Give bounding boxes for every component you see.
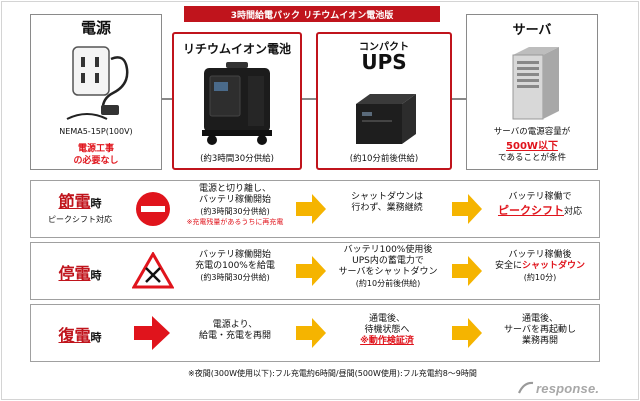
server-note-line3: であることが条件 [498,153,566,163]
server-tower-icon [512,47,559,120]
ups-unit-icon [356,94,416,144]
row2-step3-line1: バッテリ稼働後 [508,250,572,260]
row3-step3-line3: 業務再開 [521,336,558,346]
row2-step3-pre: 安全に [494,261,522,271]
row1-label-big1: 節 [58,192,75,211]
battery-title: リチウムイオン電池 [182,42,291,56]
row3-label: 復電時 [34,308,126,358]
row1-step3: バッテリ稼働で ピークシフト対応 [482,192,598,218]
row2-label: 停電時 [34,246,126,296]
row2-step2-line2: UPS内の蓄電力で [352,256,424,266]
row2-step2-line4: (約10分前後供給) [355,279,421,288]
server-note-line2: 500W以下 [506,141,558,152]
row3-step1: 電源より、 給電・充電を再開 [176,320,294,342]
battery-box: リチウムイオン電池 (約3時間30分供給) [172,32,302,170]
footnote: ※夜間(300W使用以下):フル充電約6時間/昼間(500W使用):フル充電約8… [188,369,477,378]
row1-step1: 電源と切り離し、 バッテリ稼働開始 (約3時間30分供給) ※充電残量があるうち… [176,184,294,228]
row1-step2: シャットダウンは 行わず、業務継続 [328,192,446,214]
ups-box: コンパクト UPS (約10分前後供給) [316,32,452,170]
row3-step2-note: ※動作検証済 [360,336,414,346]
no-entry-icon [136,192,170,226]
row3-step2-line2: 待機状態へ [364,325,410,335]
row1-step1-line3: (約3時間30分供給) [200,207,270,216]
power-note-line1: 電源工事 [77,144,114,154]
row2-step1-line3: (約3時間30分供給) [200,273,270,282]
connector-line-right [452,98,466,100]
row2-arrow1 [296,256,326,286]
row1-step2-line2: 行わず、業務継続 [351,203,423,213]
row1-label: 節電時 ピークシフト対応 [34,184,126,234]
row3-arrow1 [296,318,326,348]
ups-title-big: UPS [361,50,407,74]
row2-step1-line2: 充電の100%を給電 [195,261,275,271]
row1-step1-note: ※充電残量があるうちに再充電 [186,218,284,226]
row1-step3-em: ピークシフト [497,204,564,217]
ups-caption: (約10分前後供給) [349,154,419,164]
row3-arrow2 [452,318,482,348]
row2-label-big2: 電 [74,264,91,283]
row1-label-sub: ピークシフト対応 [48,215,112,224]
row2-step2-line1: バッテリ100%使用後 [343,245,433,255]
row1-step3-tail: 対応 [563,207,582,217]
warning-sign-icon [132,252,174,289]
row2-step1: バッテリ稼働開始 充電の100%を給電 (約3時間30分供給) [176,250,294,283]
watermark-logo: response. [518,380,628,396]
row1-step1-line1: 電源と切り離し、 [198,184,271,194]
row1-arrow2 [452,194,482,224]
server-note-line1: サーバの電源容量が [493,127,571,137]
pack-banner: 3時間給電パック リチウムイオン電池版 [184,6,440,22]
row1-arrow1 [296,194,326,224]
plug-label: NEMA5-15P(100V) [59,127,133,136]
connector-line-mid [302,98,316,100]
row1-step2-line1: シャットダウンは [350,192,423,202]
row2-step3: バッテリ稼働後 安全にシャットダウン (約10分) [482,250,598,283]
row2-step2: バッテリ100%使用後 UPS内の蓄電力で サーバをシャットダウン (約10分前… [326,245,450,289]
power-outlet-icon [66,46,129,120]
watermark-text: response. [536,380,600,396]
pack-banner-text: 3時間給電パック リチウムイオン電池版 [230,10,394,21]
power-source-box: 電源 NEMA5-15P(100V) 電源工事 の必要なし [30,14,162,170]
row3-step1-line2: 給電・充電を再開 [198,331,271,341]
watermark-swoosh-icon [518,381,534,394]
power-source-title: 電源 [80,19,111,37]
row2-step3-line3: (約10分) [523,273,557,282]
row3-step3: 通電後、 サーバを再起動し 業務再開 [482,314,598,347]
row2-step1-line1: バッテリ稼働開始 [198,250,271,260]
row1-step3-line1: バッテリ稼働で [508,192,572,202]
battery-caption: (約3時間30分供給) [200,154,274,164]
row1-label-suffix: 時 [90,197,102,210]
row3-step3-line2: サーバを再起動し [504,325,576,335]
recovery-arrow-icon [134,316,170,350]
server-title: サーバ [512,23,552,38]
row2-step3-em: シャットダウン [522,261,586,271]
battery-cart-icon [202,62,272,145]
power-note-line2: の必要なし [73,156,119,166]
row3-step3-line1: 通電後、 [521,314,558,324]
row2-label-suffix: 時 [90,269,102,282]
row2-arrow2 [452,256,482,286]
row3-label-big1: 復 [58,326,75,345]
row3-label-suffix: 時 [90,331,102,344]
server-box: サーバ サーバの電源容量が 500W以下 であることが条件 [466,14,598,170]
row1-step1-line2: バッテリ稼働開始 [198,195,271,205]
connector-line-left [162,98,172,100]
row2-step2-line3: サーバをシャットダウン [338,267,438,277]
row3-label-big2: 電 [74,326,91,345]
row3-step1-line1: 電源より、 [212,320,258,330]
row3-step2: 通電後、 待機状態へ ※動作検証済 [328,314,446,347]
row3-step2-line1: 通電後、 [368,314,405,324]
row1-label-big2: 電 [74,192,91,211]
row2-label-big1: 停 [58,264,75,283]
ups-title-small: コンパクト [359,42,409,53]
